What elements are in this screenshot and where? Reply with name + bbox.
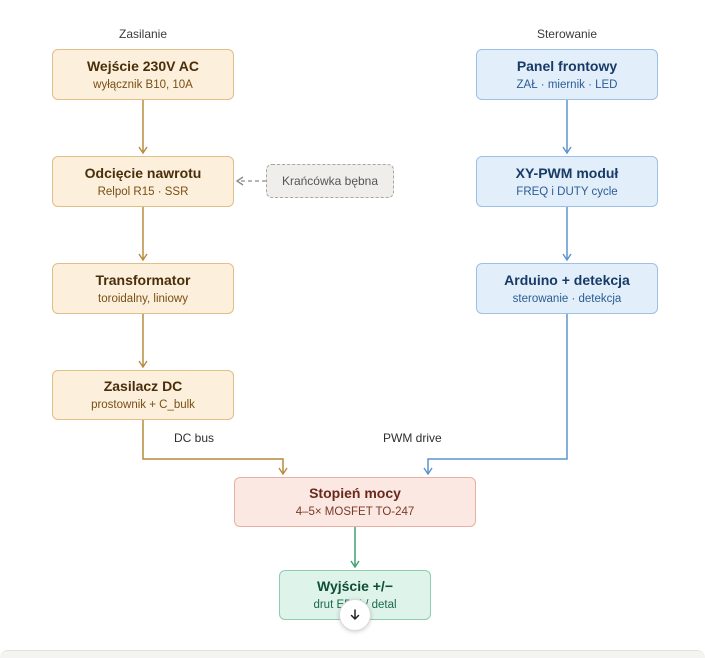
node-subtitle: Relpol R15 · SSR (97, 185, 189, 198)
node-title: Transformator (95, 271, 191, 288)
node-dc-psu: Zasilacz DC prostownik + C_bulk (52, 370, 234, 420)
node-title: XY-PWM moduł (515, 164, 619, 181)
node-title: Panel frontowy (516, 57, 618, 74)
node-title: Zasilacz DC (103, 378, 183, 394)
node-title: Wyjście +/− (316, 578, 393, 594)
node-title: Arduino + detekcja (504, 271, 630, 288)
scroll-down-button[interactable] (339, 599, 371, 631)
node-subtitle: ZAŁ · miernik · LED (516, 78, 618, 91)
node-input-230v: Wejście 230V AC wyłącznik B10, 10A (52, 49, 234, 100)
arrow-down-icon (350, 609, 360, 620)
node-subtitle: sterowanie · detekcja (512, 292, 622, 305)
node-xy-pwm-module: XY-PWM moduł FREQ i DUTY cycle (476, 156, 658, 207)
node-drum-limit-switch: Krańcówka bębna (266, 164, 394, 198)
edge-psu-power-stage (142, 420, 288, 476)
node-label: Krańcówka bębna (281, 174, 379, 188)
node-subtitle: toroidalny, liniowy (98, 292, 188, 305)
node-arduino-detection: Arduino + detekcja sterowanie · detekcja (476, 263, 658, 314)
node-transformer: Transformator toroidalny, liniowy (52, 263, 234, 314)
edge-label-pwm-drive: PWM drive (383, 431, 442, 445)
node-subtitle: 4–5× MOSFET TO-247 (295, 506, 415, 518)
node-reverse-cutoff: Odcięcie nawrotu Relpol R15 · SSR (52, 156, 234, 207)
node-front-panel: Panel frontowy ZAŁ · miernik · LED (476, 49, 658, 100)
node-subtitle: FREQ i DUTY cycle (516, 185, 618, 198)
node-title: Wejście 230V AC (86, 57, 200, 74)
column-label-control: Sterowanie (536, 27, 598, 41)
column-label-power: Zasilanie (118, 27, 168, 41)
node-subtitle: wyłącznik B10, 10A (93, 78, 193, 91)
edge-label-dc-bus: DC bus (174, 431, 215, 445)
node-title: Stopień mocy (309, 485, 401, 501)
node-subtitle: prostownik + C_bulk (91, 399, 195, 411)
node-title: Odcięcie nawrotu (84, 164, 202, 181)
composer-panel-edge (0, 650, 705, 658)
edge-arduino-power-stage (423, 314, 568, 476)
node-power-stage: Stopień mocy 4–5× MOSFET TO-247 (234, 477, 476, 527)
